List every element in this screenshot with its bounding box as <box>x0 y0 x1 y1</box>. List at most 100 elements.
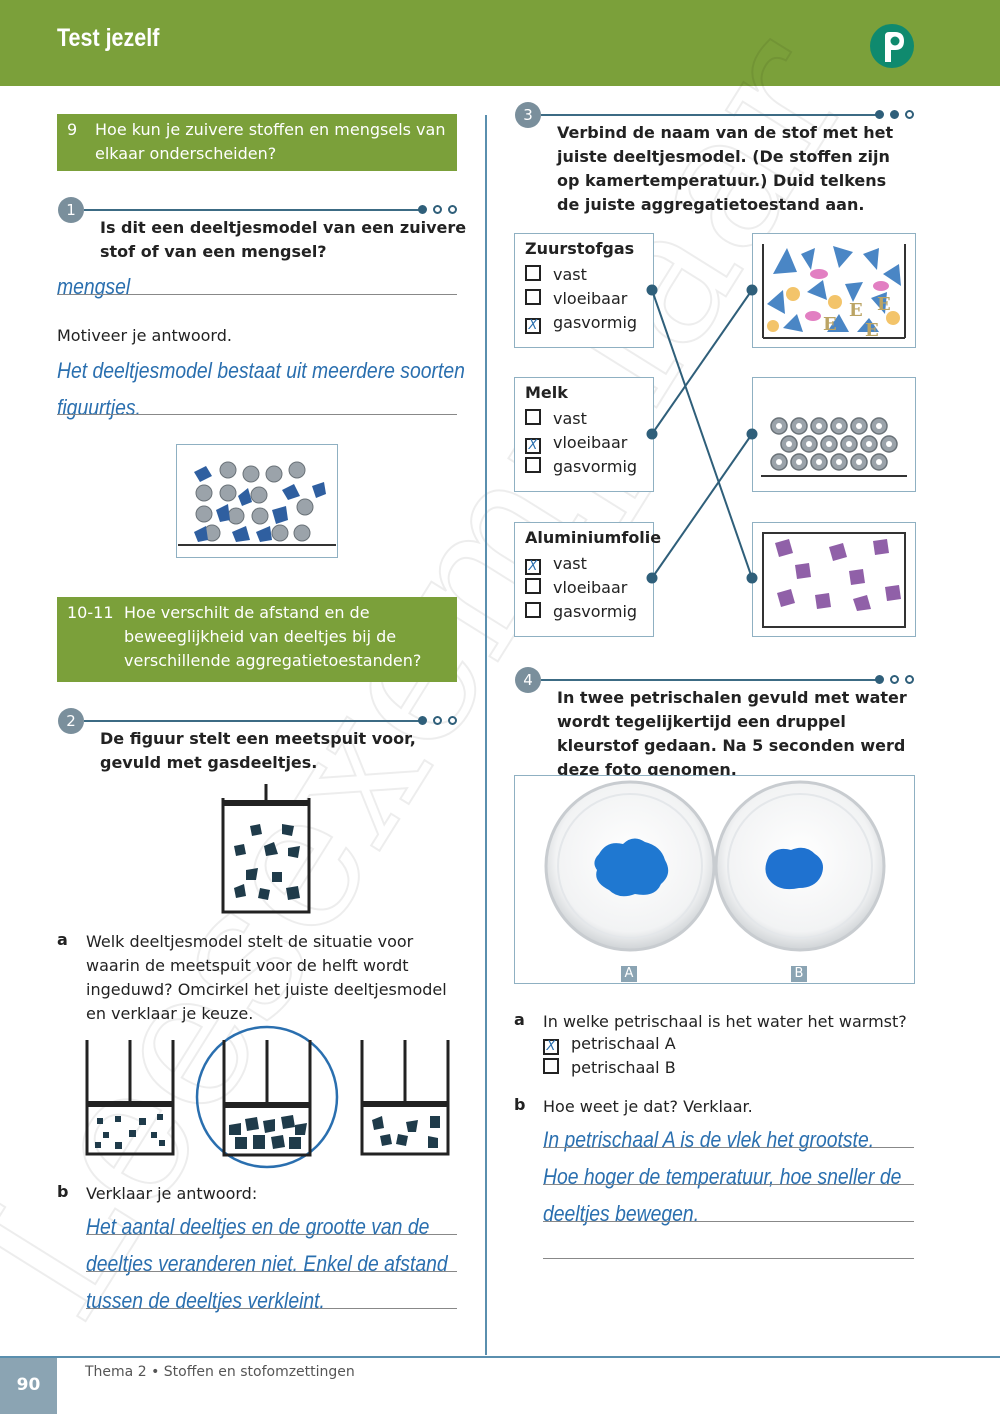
matching-lines <box>646 284 758 584</box>
question-badge-1: 1 <box>58 197 84 223</box>
svg-text:E: E <box>849 300 863 321</box>
particle-model-solid <box>752 377 916 492</box>
checkbox-checked[interactable]: X <box>543 1039 559 1055</box>
syringe-gas-model <box>221 784 311 914</box>
petri-dish-photo <box>514 775 915 984</box>
question-rule <box>84 720 422 722</box>
difficulty-dot <box>875 110 884 119</box>
option-row[interactable]: vloeibaar <box>525 576 627 600</box>
page-header: Test jezelf <box>0 0 1000 86</box>
question-4-text: In twee petrischalen gevuld met water wo… <box>557 688 907 779</box>
checkbox-checked[interactable]: X <box>525 318 541 334</box>
answer-line <box>543 1184 914 1185</box>
learning-goal-9: 9 Hoe kun je zuivere stoffen en mengsels… <box>57 114 457 171</box>
page-number: 90 <box>0 1358 57 1414</box>
question-badge-3: 3 <box>515 102 541 128</box>
answer-handwritten: mengsel <box>57 274 131 299</box>
answer-handwritten: deeltjes bewegen. <box>543 1201 700 1226</box>
question-rule <box>541 114 877 116</box>
subquestion-a-label: a <box>514 1010 525 1029</box>
answer-handwritten: deeltjes veranderen niet. Enkel de afsta… <box>86 1251 448 1276</box>
question-1-text: Is dit een deeltjesmodel van een zuivere… <box>100 218 467 261</box>
option-row[interactable]: vast <box>525 263 587 287</box>
question-badge-4: 4 <box>515 667 541 693</box>
checkbox[interactable] <box>525 457 541 473</box>
answer-line <box>543 1221 914 1222</box>
syringe-option-1[interactable] <box>85 1040 175 1158</box>
checkbox-checked[interactable]: X <box>525 559 541 575</box>
particle-model-gas <box>752 522 916 637</box>
subquestion-b-text: Verklaar je antwoord: <box>86 1184 258 1203</box>
difficulty-dot <box>890 675 899 684</box>
checkbox[interactable] <box>525 265 541 281</box>
subquestion-b-text: Hoe weet je dat? Verklaar. <box>543 1097 753 1116</box>
answer-line <box>86 1271 457 1272</box>
difficulty-dot <box>418 716 427 725</box>
difficulty-dot <box>448 716 457 725</box>
answer-handwritten: Het deeltjesmodel bestaat uit meerdere s… <box>57 358 465 383</box>
question-2-text: De figuur stelt een meetspuit voor, gevu… <box>100 729 416 772</box>
answer-line <box>543 1258 914 1259</box>
answer-handwritten: Hoe hoger de temperatuur, hoe sneller de <box>543 1164 902 1189</box>
difficulty-dot <box>875 675 884 684</box>
answer-line <box>57 294 457 295</box>
p-logo-icon <box>870 24 914 68</box>
answer-line <box>86 1234 457 1235</box>
answer-handwritten: figuurtjes. <box>57 395 141 420</box>
footer-chapter: Thema 2 • Stoffen en stofomzettingen <box>85 1364 355 1380</box>
answer-line <box>86 1308 457 1309</box>
difficulty-dot <box>433 716 442 725</box>
learning-goal-10-11: 10-11 Hoe verschilt de afstand en de bew… <box>57 597 457 682</box>
option-row[interactable]: gasvormig <box>525 455 637 479</box>
checkbox[interactable] <box>525 409 541 425</box>
answer-line <box>543 1147 914 1148</box>
subquestion-a-text: Welk deeltjesmodel stelt de situatie voo… <box>86 932 447 1023</box>
difficulty-dot <box>418 205 427 214</box>
answer-line <box>57 414 457 415</box>
question-badge-2: 2 <box>58 708 84 734</box>
question-3-text: Verbind de naam van de stof met het juis… <box>557 123 894 214</box>
checkbox-checked[interactable]: X <box>525 438 541 454</box>
footer-rule <box>0 1356 1000 1358</box>
mixture-particle-model <box>176 444 338 558</box>
svg-text:E: E <box>877 294 891 315</box>
difficulty-dot <box>890 110 899 119</box>
difficulty-dot <box>905 675 914 684</box>
motivate-label: Motiveer je antwoord. <box>57 326 232 345</box>
difficulty-dot <box>448 205 457 214</box>
svg-text:E: E <box>865 320 879 341</box>
answer-handwritten: Het aantal deeltjes en de grootte van de <box>86 1214 430 1239</box>
question-rule <box>541 679 877 681</box>
checkbox[interactable] <box>525 289 541 305</box>
subquestion-a-text: In welke petrischaal is het water het wa… <box>543 1012 907 1031</box>
option-row[interactable]: gasvormig <box>525 600 637 624</box>
option-row[interactable]: vloeibaar <box>525 287 627 311</box>
subquestion-a-label: a <box>57 930 68 949</box>
column-divider <box>485 115 487 1355</box>
subquestion-b-label: b <box>57 1182 69 1201</box>
option-row[interactable]: vast <box>525 407 587 431</box>
option-petrischaal-b[interactable]: petrischaal B <box>543 1056 676 1080</box>
page-title: Test jezelf <box>57 24 160 52</box>
syringe-option-3[interactable] <box>360 1040 450 1158</box>
checkbox[interactable] <box>525 602 541 618</box>
difficulty-dot <box>433 205 442 214</box>
syringe-option-2-circled[interactable] <box>195 1025 339 1169</box>
subquestion-b-label: b <box>514 1095 526 1114</box>
svg-text:E: E <box>823 314 837 335</box>
checkbox[interactable] <box>543 1058 559 1074</box>
checkbox[interactable] <box>525 578 541 594</box>
photo-label-b: B <box>791 966 807 982</box>
difficulty-dot <box>905 110 914 119</box>
answer-handwritten: tussen de deeltjes verkleint. <box>86 1288 325 1313</box>
question-rule <box>84 209 422 211</box>
answer-handwritten: In petrischaal A is de vlek het grootste… <box>543 1127 875 1152</box>
